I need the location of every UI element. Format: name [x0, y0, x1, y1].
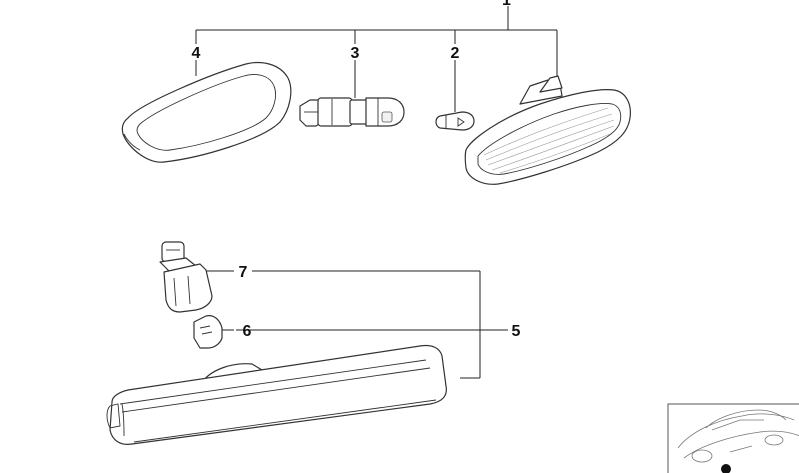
upper-leader-group: [195, 6, 558, 112]
callout-7: 7: [239, 264, 248, 281]
bulb-holder-part: [159, 241, 213, 313]
bulb-socket-part: [299, 97, 405, 127]
side-indicator-assembly-part: [464, 75, 631, 185]
callout-6: 6: [243, 323, 252, 340]
locator-marker-dot: [721, 464, 731, 473]
callout-3: 3: [351, 45, 360, 62]
callout-5: 5: [512, 323, 521, 340]
wedge-bulb-part: [435, 111, 475, 131]
callout-2: 2: [451, 45, 460, 62]
side-marker-light-part: [106, 344, 447, 445]
vehicle-locator-thumbnail: [667, 403, 799, 473]
small-bulb-part: [193, 315, 223, 349]
gasket-frame-part: [121, 61, 292, 163]
callout-4: 4: [192, 45, 201, 62]
lower-leader-group: [206, 270, 508, 379]
callout-1: 1: [502, 0, 511, 9]
